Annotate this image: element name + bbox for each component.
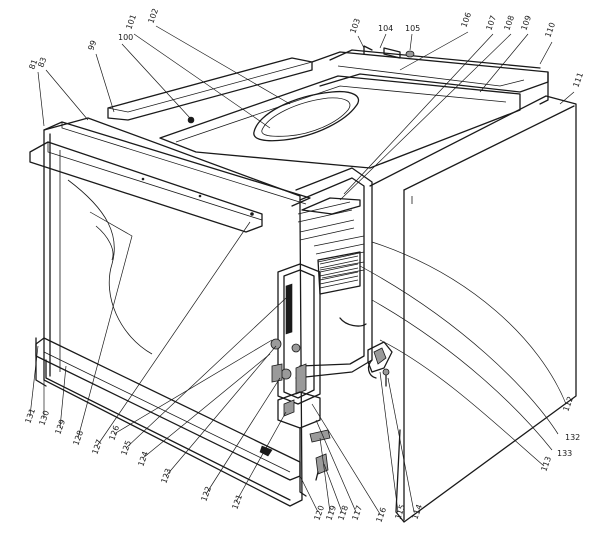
part-label-106: 106: [459, 11, 473, 28]
part-label-101: 101: [124, 13, 138, 30]
part-label-125: 125: [119, 439, 133, 456]
part-label-127: 127: [90, 438, 104, 455]
part-label-130: 130: [37, 409, 51, 426]
part-label-118: 118: [336, 504, 350, 521]
part-label-81: 81: [27, 58, 39, 71]
part-label-110: 110: [543, 21, 557, 38]
cabinet-housing: [107, 45, 577, 523]
part-label-124: 124: [136, 450, 150, 467]
part-label-117: 117: [350, 504, 364, 521]
part-label-115: 115: [393, 503, 407, 520]
part-label-100: 100: [118, 33, 133, 42]
part-label-111: 111: [571, 71, 585, 88]
part-label-133: 133: [557, 449, 572, 458]
part-label-83: 83: [36, 56, 48, 69]
part-label-107: 107: [484, 14, 498, 31]
part-label-131: 131: [23, 407, 37, 424]
part-label-129: 129: [53, 418, 67, 435]
part-label-108: 108: [502, 14, 516, 31]
part-label-126: 126: [107, 424, 121, 441]
part-label-104: 104: [378, 24, 393, 33]
part-label-122: 122: [199, 485, 213, 502]
part-label-103: 103: [348, 17, 362, 34]
part-label-99: 99: [86, 39, 98, 52]
part-label-123: 123: [159, 467, 173, 484]
part-label-109: 109: [519, 14, 533, 31]
part-label-113: 113: [539, 455, 553, 472]
door-panel: [29, 117, 311, 507]
leader-lines: [29, 25, 575, 515]
part-label-121: 121: [230, 493, 244, 510]
part-label-105: 105: [405, 24, 420, 33]
part-label-132: 132: [565, 433, 580, 442]
part-label-102: 102: [146, 7, 160, 24]
latch-assembly: [270, 263, 331, 497]
part-label-128: 128: [71, 429, 85, 446]
oven-liner: [295, 167, 373, 379]
